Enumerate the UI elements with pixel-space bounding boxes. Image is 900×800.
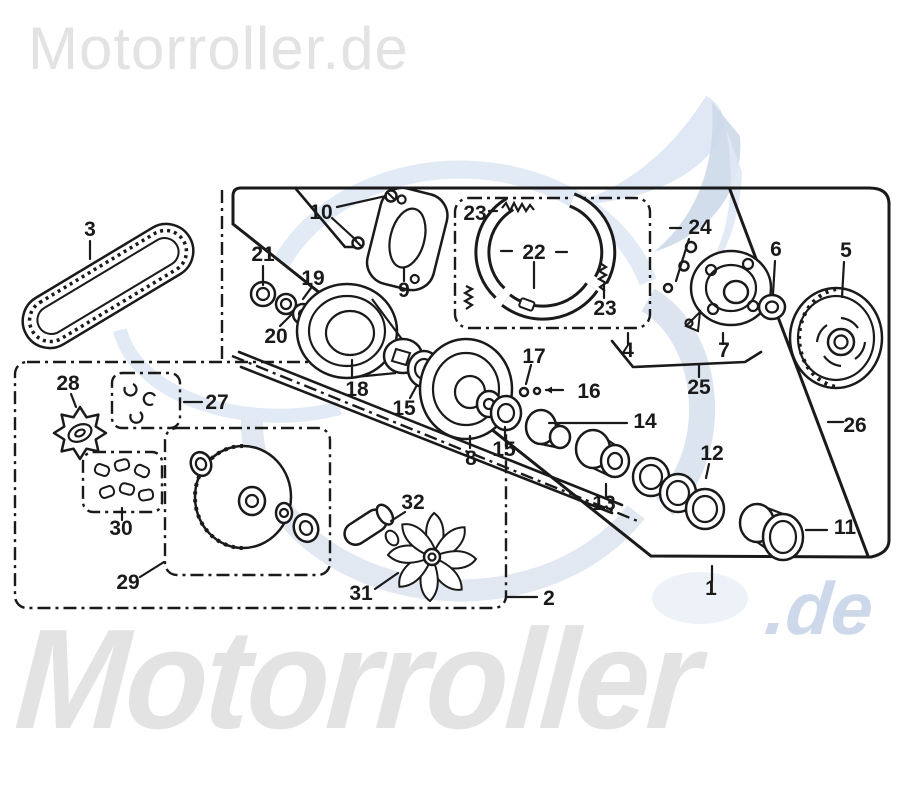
leader-line bbox=[278, 313, 293, 328]
watermark-top-text: Motorroller.de bbox=[28, 15, 409, 82]
part-label-26: 26 bbox=[843, 414, 866, 437]
part-label-12: 12 bbox=[700, 442, 723, 465]
leader-line bbox=[674, 237, 691, 283]
part-label-16: 16 bbox=[577, 380, 600, 403]
drive-face-part bbox=[295, 282, 424, 380]
driven-pulley-part bbox=[418, 337, 514, 441]
leader-lines bbox=[69, 194, 846, 599]
leader-line bbox=[408, 383, 419, 400]
part-label-8: 8 bbox=[465, 447, 477, 470]
leader-line bbox=[524, 363, 533, 386]
leader-line bbox=[373, 571, 400, 591]
part-label-15: 15 bbox=[492, 438, 516, 461]
part-label-21: 21 bbox=[251, 243, 275, 266]
part-label-7: 7 bbox=[718, 339, 730, 362]
part-label-4: 4 bbox=[622, 339, 634, 362]
leader-line bbox=[69, 392, 78, 409]
part-label-5: 5 bbox=[840, 239, 852, 262]
part-label-11: 11 bbox=[834, 516, 857, 539]
fan-part bbox=[386, 511, 478, 603]
part-label-32: 32 bbox=[401, 491, 424, 514]
belt-part bbox=[21, 222, 195, 350]
star-cam-part bbox=[52, 405, 108, 461]
leader-line bbox=[138, 560, 166, 579]
part-label-19: 19 bbox=[301, 267, 324, 290]
leader-line bbox=[771, 259, 777, 296]
part-label-28: 28 bbox=[56, 372, 80, 395]
clutch-shoes-part bbox=[462, 192, 617, 321]
part-label-9: 9 bbox=[398, 279, 410, 302]
part-label-20: 20 bbox=[264, 325, 287, 348]
part-label-6: 6 bbox=[770, 238, 782, 261]
leader-line bbox=[840, 260, 846, 299]
part-label-27: 27 bbox=[205, 391, 228, 414]
part-label-25: 25 bbox=[687, 376, 711, 399]
part-label-23: 23 bbox=[593, 297, 616, 320]
part-label-31: 31 bbox=[349, 582, 373, 605]
leader-line bbox=[704, 462, 711, 480]
cover-plate-part bbox=[365, 186, 449, 292]
part-label-14: 14 bbox=[633, 410, 657, 433]
part-label-24: 24 bbox=[688, 216, 712, 239]
part-label-10: 10 bbox=[309, 201, 332, 224]
part-label-3: 3 bbox=[84, 218, 96, 241]
variator-pulley-part bbox=[189, 444, 320, 550]
leader-line bbox=[335, 194, 388, 209]
part-label-29: 29 bbox=[116, 571, 139, 594]
part-label-30: 30 bbox=[109, 517, 132, 540]
part-label-22: 22 bbox=[522, 241, 545, 264]
watermark-de-text: .de bbox=[761, 567, 878, 650]
parts-artwork bbox=[21, 186, 884, 603]
part-label-2: 2 bbox=[543, 587, 555, 610]
part-label-23: 23 bbox=[463, 202, 486, 225]
leader-line bbox=[389, 510, 407, 523]
clutch-bell-part bbox=[788, 286, 884, 390]
part-label-13: 13 bbox=[592, 492, 615, 515]
rollers-part bbox=[93, 458, 155, 502]
clutch-carrier-part bbox=[684, 249, 773, 333]
leader-line bbox=[301, 286, 313, 301]
leader-line bbox=[330, 216, 358, 242]
part-label-17: 17 bbox=[522, 345, 545, 368]
boundary-lines bbox=[13, 186, 891, 610]
part-label-15: 15 bbox=[392, 397, 416, 420]
part-label-18: 18 bbox=[345, 378, 369, 401]
part-label-1: 1 bbox=[705, 577, 717, 600]
spacer-part bbox=[343, 503, 395, 546]
springs-part bbox=[631, 456, 726, 531]
